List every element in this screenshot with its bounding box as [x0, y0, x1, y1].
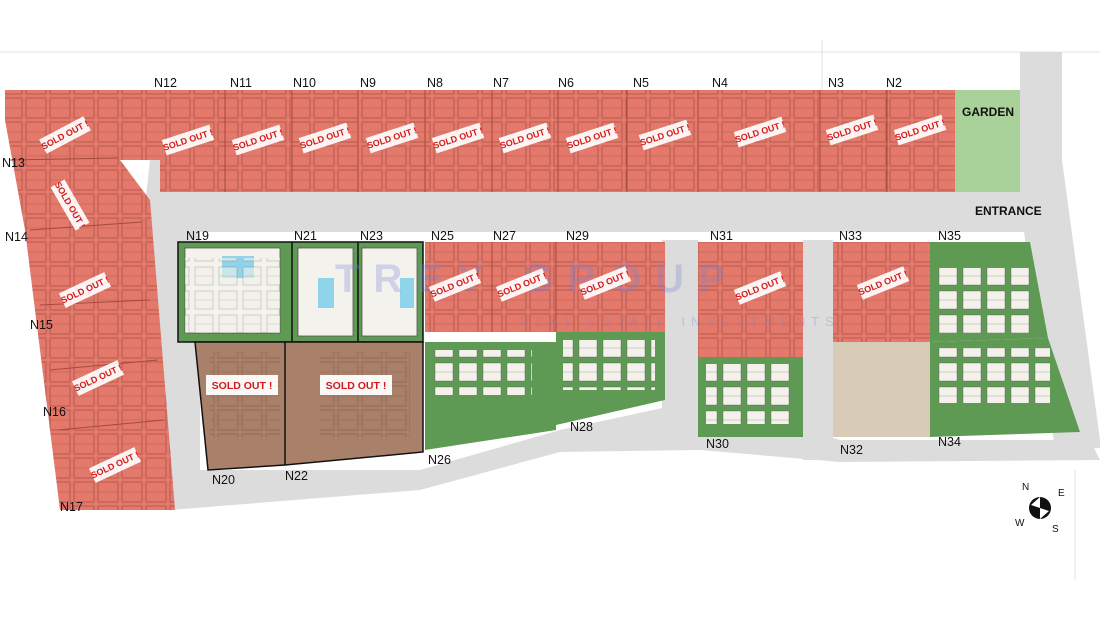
plot-label: N20: [212, 473, 235, 487]
plot-label: N25: [431, 229, 454, 243]
sold-stamp: SOLD OUT !: [206, 375, 278, 395]
plot-label: N4: [712, 76, 728, 90]
sold-stamp: SOLD OUT !: [320, 375, 392, 395]
plot-row-top: [160, 90, 955, 192]
plot-label: N11: [230, 76, 252, 90]
plot-label: N2: [886, 76, 902, 90]
plot-label: N31: [710, 229, 733, 243]
plot-label: N28: [570, 420, 593, 434]
plot-labels: N2 N3 N4 N5 N6 N7 N8 N9 N10 N11 N12 N13 …: [2, 76, 961, 514]
pool-icon: [318, 278, 334, 308]
plot-label: N13: [2, 156, 25, 170]
pool-icon: [400, 278, 414, 308]
plot-label: N27: [493, 229, 516, 243]
svg-text:REAL ESTATE INVESTMENTS: REAL ESTATE INVESTMENTS: [520, 314, 840, 329]
plot-label: N15: [30, 318, 53, 332]
compass-north: N: [1022, 482, 1029, 493]
plot-column-left: [5, 90, 175, 510]
plot-label: N26: [428, 453, 451, 467]
road-network: [140, 52, 1100, 510]
plot-label: N22: [285, 469, 308, 483]
plot-group-n20-n22: [194, 341, 424, 471]
plot-label: N7: [493, 76, 509, 90]
plot-label: N30: [706, 437, 729, 451]
garden-area: [955, 90, 1020, 192]
plot-group-n32-n33: [833, 242, 930, 437]
watermark: TREY GROUP REAL ESTATE INVESTMENTS: [335, 257, 840, 329]
plot-label: N21: [294, 229, 317, 243]
compass-icon: N E S W: [1015, 482, 1065, 535]
plot-label: N35: [938, 229, 961, 243]
plot-label: N8: [427, 76, 443, 90]
plot-label: N16: [43, 405, 66, 419]
svg-text:SOLD OUT !: SOLD OUT !: [326, 380, 387, 392]
plot-label: N32: [840, 443, 863, 457]
plot-group-n26-n28: [425, 332, 665, 450]
plot-label: N3: [828, 76, 844, 90]
plot-label: N23: [360, 229, 383, 243]
plot-label: N33: [839, 229, 862, 243]
plot-label: N29: [566, 229, 589, 243]
plot-label: N17: [60, 500, 83, 514]
plot-label: N19: [186, 229, 209, 243]
compass-east: E: [1058, 488, 1065, 499]
compass-west: W: [1015, 518, 1025, 529]
plot-label: N34: [938, 435, 961, 449]
plot-group-n30-n31: [698, 242, 803, 437]
entrance-label: ENTRANCE: [975, 204, 1042, 218]
compass-south: S: [1052, 524, 1059, 535]
plot-label: N9: [360, 76, 376, 90]
svg-text:SOLD OUT !: SOLD OUT !: [212, 380, 273, 392]
plot-label: N6: [558, 76, 574, 90]
garden-label: GARDEN: [962, 105, 1014, 119]
plot-label: N5: [633, 76, 649, 90]
plot-label: N12: [154, 76, 177, 90]
plot-label: N10: [293, 76, 316, 90]
plot-group-n34-n35: [930, 242, 1080, 437]
plot-label: N14: [5, 230, 28, 244]
plot-group-n19-n23: [177, 241, 424, 343]
